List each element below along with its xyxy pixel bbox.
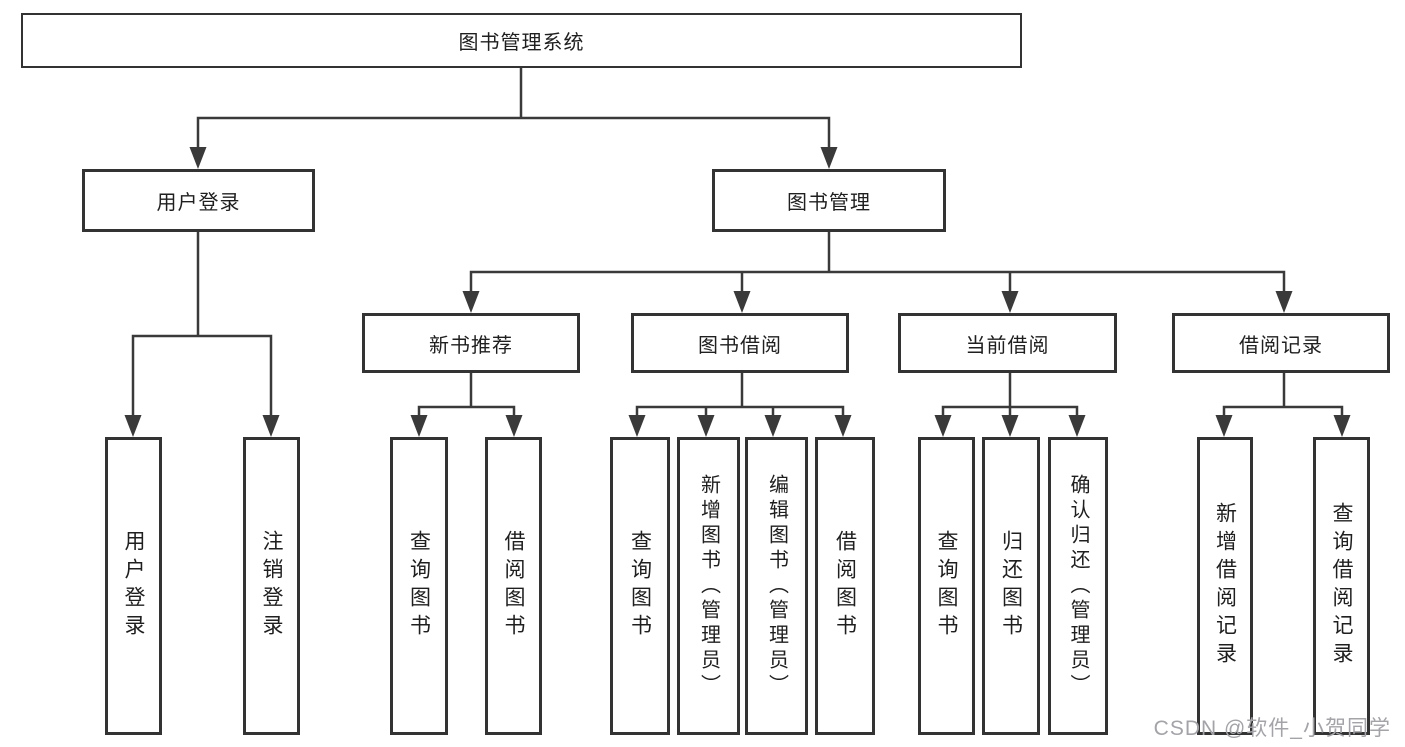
arrowhead: [834, 415, 852, 437]
node-label: 图书管理: [787, 192, 871, 214]
arrowhead: [764, 415, 782, 437]
arrowhead: [410, 415, 428, 437]
leaf-borrowing-borrow-books: 借阅图书: [815, 437, 875, 735]
node-label: 新书推荐: [429, 334, 513, 357]
leaf-borrowing-query-books: 查询图书: [610, 437, 670, 735]
node-label: 归还图书: [999, 530, 1023, 642]
node-label: 当前借阅: [965, 334, 1050, 357]
leaf-records-query-record: 查询借阅记录: [1313, 437, 1370, 735]
arrowhead: [124, 415, 142, 437]
node-label: 新增图书（管理员）: [697, 473, 720, 699]
arrowhead: [462, 291, 480, 313]
node-label: 图书借阅: [698, 334, 782, 357]
arrowhead: [1068, 415, 1086, 437]
connector-userlogin-bus: [131, 334, 273, 417]
node-label: 用户登录: [122, 530, 145, 642]
arrowhead: [1001, 291, 1019, 313]
leaf-current-return-books: 归还图书: [982, 437, 1040, 735]
leaf-records-add-record: 新增借阅记录: [1197, 437, 1253, 735]
arrowhead: [934, 415, 952, 437]
leaf-borrowing-edit-books-admin: 编辑图书（管理员）: [745, 437, 808, 735]
node-label: 借阅记录: [1239, 334, 1323, 357]
leaf-recommend-borrow-books: 借阅图书: [485, 437, 542, 735]
arrowhead: [1333, 415, 1351, 437]
connector-newrec-bus: [417, 405, 516, 417]
leaf-borrowing-add-books-admin: 新增图书（管理员）: [677, 437, 740, 735]
node-label: 查询图书: [628, 530, 652, 642]
arrowhead: [505, 415, 523, 437]
node-current-borrowing: 当前借阅: [898, 313, 1117, 373]
connector-bookmgmt-bus: [469, 270, 1286, 293]
arrowhead: [1275, 291, 1293, 313]
arrowhead: [262, 415, 280, 437]
arrowhead: [820, 147, 838, 169]
node-label: 查询图书: [407, 530, 431, 642]
node-label: 确认归还（管理员）: [1067, 473, 1089, 699]
connector-records-bus: [1222, 405, 1344, 417]
arrowhead: [189, 147, 207, 169]
arrowhead: [733, 291, 751, 313]
node-label: 图书管理系统: [458, 32, 585, 54]
arrowhead: [1001, 415, 1019, 437]
leaf-user-login: 用户登录: [105, 437, 162, 735]
node-label: 新增借阅记录: [1213, 502, 1237, 670]
leaf-logout: 注销登录: [243, 437, 300, 735]
node-label: 查询借阅记录: [1330, 502, 1353, 670]
leaf-current-confirm-return-admin: 确认归还（管理员）: [1048, 437, 1108, 735]
arrowhead: [697, 415, 715, 437]
leaf-current-query-books: 查询图书: [918, 437, 975, 735]
connector-borrow-bus: [635, 405, 845, 417]
node-book-management: 图书管理: [712, 169, 946, 232]
leaf-recommend-query-books: 查询图书: [390, 437, 448, 735]
node-label: 借阅图书: [833, 530, 857, 642]
watermark: CSDN @软件_小贺同学: [1153, 717, 1391, 740]
connector-root-bus: [196, 116, 831, 150]
node-borrowing-records: 借阅记录: [1172, 313, 1390, 373]
node-label: 查询图书: [935, 530, 958, 642]
node-user-login: 用户登录: [82, 169, 315, 232]
node-label: 编辑图书（管理员）: [765, 473, 788, 699]
node-label: 注销登录: [260, 530, 283, 642]
node-system-root: 图书管理系统: [21, 13, 1022, 68]
node-label: 借阅图书: [502, 530, 525, 642]
node-new-book-recommend: 新书推荐: [362, 313, 580, 373]
node-label: 用户登录: [156, 192, 241, 214]
arrowhead: [628, 415, 646, 437]
node-book-borrowing: 图书借阅: [631, 313, 849, 373]
arrowhead: [1215, 415, 1233, 437]
